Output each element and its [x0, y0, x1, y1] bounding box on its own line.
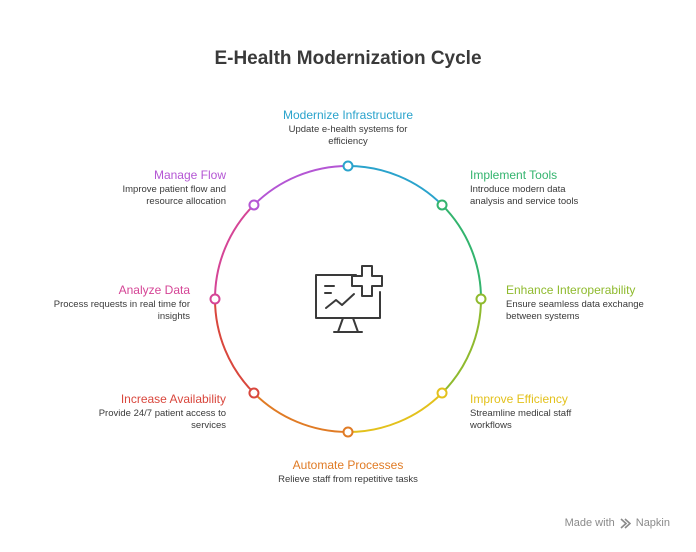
cycle-arc	[253, 392, 349, 433]
step-enhance-interoperability: Enhance Interoperability Ensure seamless…	[506, 283, 696, 323]
cycle-arc	[214, 298, 255, 394]
cycle-arc	[214, 204, 255, 300]
napkin-brand: Napkin	[635, 517, 670, 529]
step-description: Ensure seamless data exchange between sy…	[506, 299, 644, 322]
step-description: Streamline medical staff workflows	[470, 408, 572, 431]
computer-health-icon	[315, 265, 383, 333]
cycle-arc	[441, 298, 482, 394]
diagram-title: E-Health Modernization Cycle	[214, 48, 482, 69]
footer-credit: Made with Napkin	[565, 517, 670, 529]
step-title: Modernize Infrastructure	[282, 108, 414, 122]
step-increase-availability: Increase Availability Provide 24/7 patie…	[26, 392, 226, 432]
cycle-node	[248, 387, 260, 399]
step-description: Relieve staff from repetitive tasks	[278, 474, 418, 485]
cycle-node	[248, 199, 260, 211]
step-title: Manage Flow	[153, 168, 226, 182]
napkin-logo-icon	[620, 517, 631, 529]
cycle-arc	[347, 392, 443, 433]
step-analyze-data: Analyze Data Process requests in real ti…	[0, 283, 190, 323]
cycle-arcs	[214, 165, 482, 433]
step-title: Enhance Interoperability	[506, 283, 636, 297]
cycle-node	[475, 293, 487, 305]
cycle-node	[342, 426, 354, 438]
step-title: Increase Availability	[120, 392, 226, 406]
step-title: Implement Tools	[470, 168, 558, 182]
cycle-node	[342, 160, 354, 172]
step-description: Provide 24/7 patient access to services	[98, 408, 226, 431]
cycle-arc	[441, 204, 482, 300]
step-automate-processes: Automate Processes Relieve staff from re…	[248, 458, 448, 486]
step-title: Automate Processes	[292, 458, 404, 472]
cycle-node	[436, 387, 448, 399]
made-with-label: Made with	[564, 517, 615, 529]
cycle-arc	[253, 165, 349, 206]
step-description: Improve patient flow and resource alloca…	[122, 184, 226, 207]
step-description: Process requests in real time for insigh…	[53, 299, 190, 322]
step-description: Introduce modern data analysis and servi…	[470, 184, 579, 207]
step-description: Update e-health systems for efficiency	[288, 124, 408, 147]
cycle-arc	[347, 165, 443, 206]
step-title: Analyze Data	[118, 283, 190, 297]
step-improve-efficiency: Improve Efficiency Streamline medical st…	[470, 392, 670, 432]
step-title: Improve Efficiency	[470, 392, 568, 406]
step-manage-flow: Manage Flow Improve patient flow and res…	[26, 168, 226, 208]
cycle-nodes	[209, 160, 487, 438]
cycle-node	[436, 199, 448, 211]
step-modernize-infrastructure: Modernize Infrastructure Update e-health…	[248, 108, 448, 148]
step-implement-tools: Implement Tools Introduce modern data an…	[470, 168, 670, 208]
cycle-node	[209, 293, 221, 305]
